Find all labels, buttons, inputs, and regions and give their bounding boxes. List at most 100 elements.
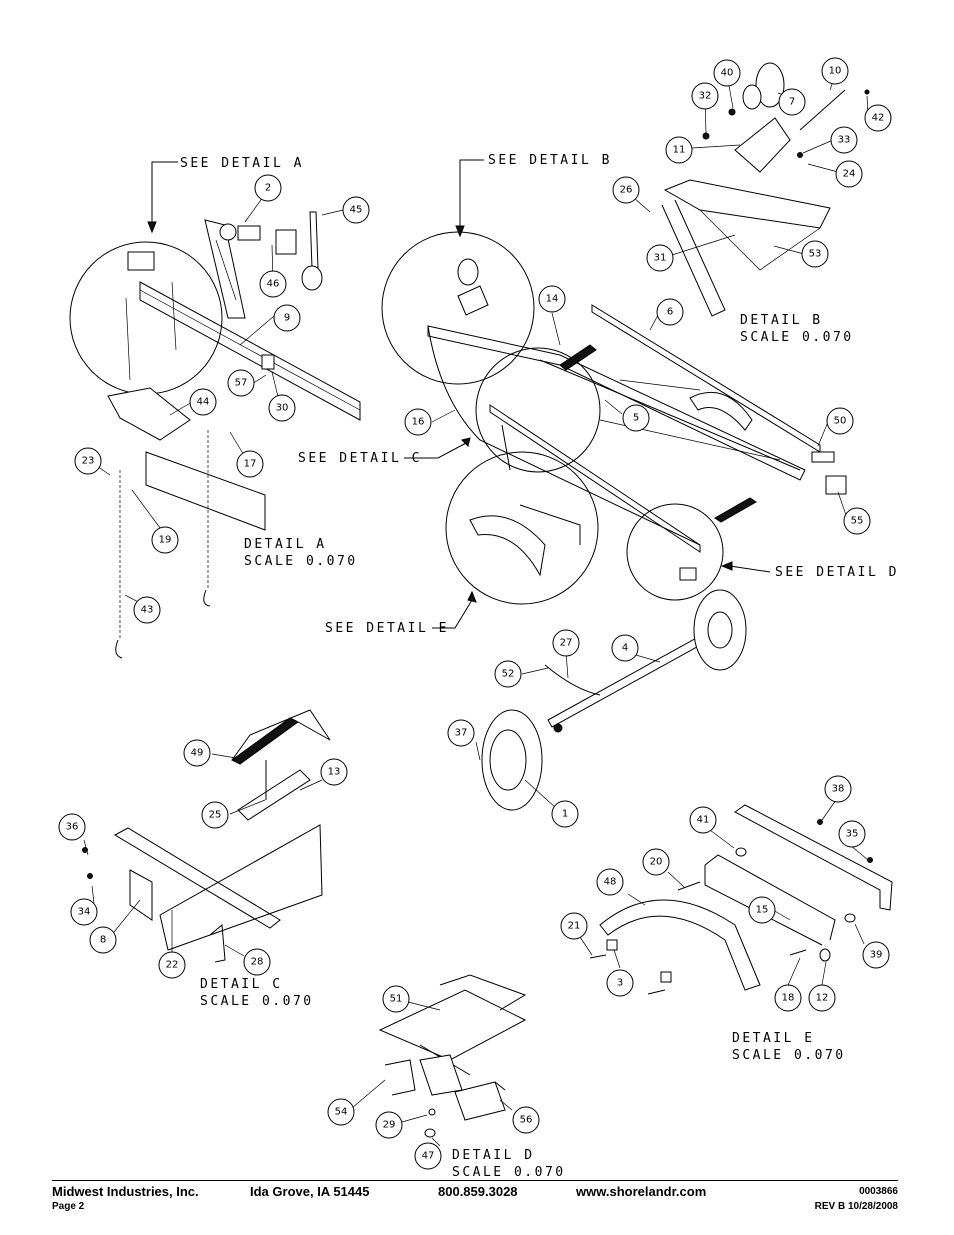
callout-27: 27 bbox=[552, 629, 580, 657]
callout-3: 3 bbox=[606, 969, 634, 997]
detail-c-drawing bbox=[82, 709, 331, 963]
callout-balloon bbox=[259, 270, 287, 298]
callout-number: 23 bbox=[82, 456, 95, 467]
callout-number: 8 bbox=[100, 935, 106, 946]
callout-number: 57 bbox=[235, 378, 248, 389]
detail-e-drawing bbox=[589, 804, 893, 995]
callout-24: 24 bbox=[835, 160, 863, 188]
callout-41: 41 bbox=[689, 806, 717, 834]
callout-number: 20 bbox=[650, 857, 663, 868]
callout-19: 19 bbox=[151, 526, 179, 554]
callout-balloon bbox=[151, 526, 179, 554]
callout-number: 48 bbox=[604, 877, 617, 888]
detail-c-title: DETAIL C bbox=[200, 977, 283, 992]
callout-number: 27 bbox=[560, 638, 573, 649]
detail-a-title: DETAIL A bbox=[244, 537, 327, 552]
callout-48: 48 bbox=[596, 868, 624, 896]
callout-number: 51 bbox=[390, 994, 403, 1005]
callout-42: 42 bbox=[864, 104, 892, 132]
callout-number: 31 bbox=[654, 253, 667, 264]
callout-23: 23 bbox=[74, 447, 102, 475]
callout-balloon bbox=[801, 240, 829, 268]
callout-10: 10 bbox=[821, 57, 849, 85]
see-detail-e-label: SEE DETAIL E bbox=[325, 621, 449, 636]
callout-number: 52 bbox=[502, 669, 515, 680]
callout-balloon bbox=[862, 941, 890, 969]
footer-revision: REV B 10/28/2008 bbox=[814, 1201, 898, 1212]
callout-number: 50 bbox=[834, 416, 847, 427]
footer-doc-number: 0003866 bbox=[859, 1186, 898, 1197]
callout-number: 21 bbox=[568, 921, 581, 932]
callout-1: 1 bbox=[551, 800, 579, 828]
callout-51: 51 bbox=[382, 985, 410, 1013]
callout-balloon bbox=[375, 1111, 403, 1139]
see-detail-b-label: SEE DETAIL B bbox=[488, 153, 612, 168]
footer-location: Ida Grove, IA 51445 bbox=[250, 1184, 370, 1199]
callout-number: 56 bbox=[520, 1115, 533, 1126]
callout-balloon bbox=[808, 984, 836, 1012]
callout-balloon bbox=[58, 813, 86, 841]
callout-52: 52 bbox=[494, 660, 522, 688]
reference-leaders bbox=[147, 159, 771, 629]
callout-7: 7 bbox=[778, 88, 806, 116]
callout-balloon bbox=[864, 104, 892, 132]
callout-balloon bbox=[189, 388, 217, 416]
callout-number: 22 bbox=[166, 960, 179, 971]
callout-number: 25 bbox=[209, 810, 222, 821]
callout-balloon bbox=[201, 801, 229, 829]
callout-21: 21 bbox=[560, 912, 588, 940]
callout-38: 38 bbox=[824, 775, 852, 803]
callout-balloon bbox=[824, 775, 852, 803]
callout-balloon bbox=[596, 868, 624, 896]
callout-balloon bbox=[74, 447, 102, 475]
footer-website[interactable]: www.shorelandr.com bbox=[576, 1184, 707, 1199]
callout-15: 15 bbox=[748, 896, 776, 924]
callout-40: 40 bbox=[713, 59, 741, 87]
callout-balloon bbox=[560, 912, 588, 940]
callout-34: 34 bbox=[70, 898, 98, 926]
callout-number: 49 bbox=[191, 748, 204, 759]
callout-balloon bbox=[447, 719, 475, 747]
callout-number: 43 bbox=[141, 605, 154, 616]
callout-balloon bbox=[606, 969, 634, 997]
callout-54: 54 bbox=[327, 1098, 355, 1126]
callout-9: 9 bbox=[273, 304, 301, 332]
callout-balloon bbox=[404, 408, 432, 436]
detail-b-title: DETAIL B bbox=[740, 313, 823, 328]
callout-balloon bbox=[183, 739, 211, 767]
callout-number: 7 bbox=[789, 97, 795, 108]
callout-number: 5 bbox=[633, 413, 639, 424]
callout-balloon bbox=[89, 926, 117, 954]
callout-number: 37 bbox=[455, 728, 468, 739]
callout-56: 56 bbox=[512, 1106, 540, 1134]
callout-number: 6 bbox=[667, 307, 673, 318]
callout-balloon bbox=[382, 985, 410, 1013]
callout-balloon bbox=[611, 634, 639, 662]
callout-44: 44 bbox=[189, 388, 217, 416]
callout-balloon bbox=[414, 1142, 442, 1170]
detail-b-drawing bbox=[661, 62, 870, 317]
callout-30: 30 bbox=[268, 394, 296, 422]
see-detail-a-label: SEE DETAIL A bbox=[180, 156, 304, 171]
callout-balloon bbox=[689, 806, 717, 834]
footer-contact-row: Midwest Industries, Inc. Ida Grove, IA 5… bbox=[52, 1180, 898, 1201]
callout-number: 55 bbox=[851, 516, 864, 527]
callout-13: 13 bbox=[320, 758, 348, 786]
callout-balloon bbox=[320, 758, 348, 786]
callout-number: 15 bbox=[756, 905, 769, 916]
detail-e-title: DETAIL E bbox=[732, 1031, 815, 1046]
callout-number: 3 bbox=[617, 978, 623, 989]
callout-8: 8 bbox=[89, 926, 117, 954]
callout-number: 36 bbox=[66, 822, 79, 833]
callout-balloon bbox=[826, 407, 854, 435]
detail-e-scale: SCALE 0.070 bbox=[732, 1048, 846, 1063]
callout-number: 32 bbox=[699, 91, 712, 102]
callout-number: 11 bbox=[673, 145, 686, 156]
callout-number: 13 bbox=[328, 767, 341, 778]
callout-50: 50 bbox=[826, 407, 854, 435]
callout-number: 4 bbox=[622, 643, 628, 654]
callout-number: 30 bbox=[276, 403, 289, 414]
footer-meta-row: Page 2 REV B 10/28/2008 bbox=[52, 1201, 898, 1215]
